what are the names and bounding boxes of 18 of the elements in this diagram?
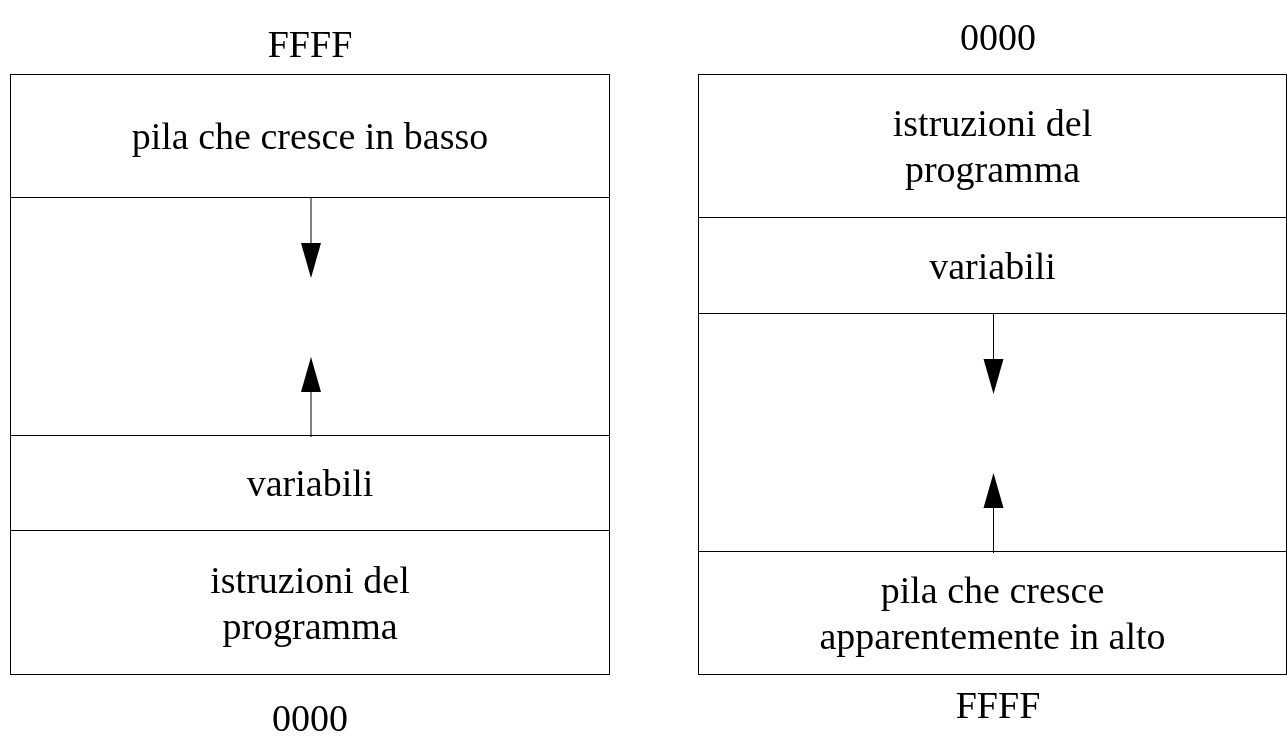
memory-segment xyxy=(10,530,610,675)
segment-label: variabili xyxy=(246,461,374,506)
free-memory-segment xyxy=(10,197,610,436)
segment-label: pila che cresce apparentemente in alto xyxy=(818,568,1167,659)
memory-segment xyxy=(698,217,1287,314)
segment-label: variabili xyxy=(929,243,1056,289)
segment-label: pila che cresce in basso xyxy=(131,114,489,159)
segment-label: istruzioni del programma xyxy=(891,101,1094,192)
address-label: 0000 xyxy=(960,15,1036,59)
address-label: FFFF xyxy=(955,683,1041,727)
memory-segment xyxy=(698,74,1287,218)
memory-segment xyxy=(698,551,1287,675)
memory-segment xyxy=(10,435,610,531)
address-label: 0000 xyxy=(272,696,348,737)
address-label: FFFF xyxy=(267,22,353,66)
free-memory-segment xyxy=(698,313,1287,552)
memory-segment xyxy=(10,74,610,198)
segment-label: istruzioni del programma xyxy=(209,557,411,649)
